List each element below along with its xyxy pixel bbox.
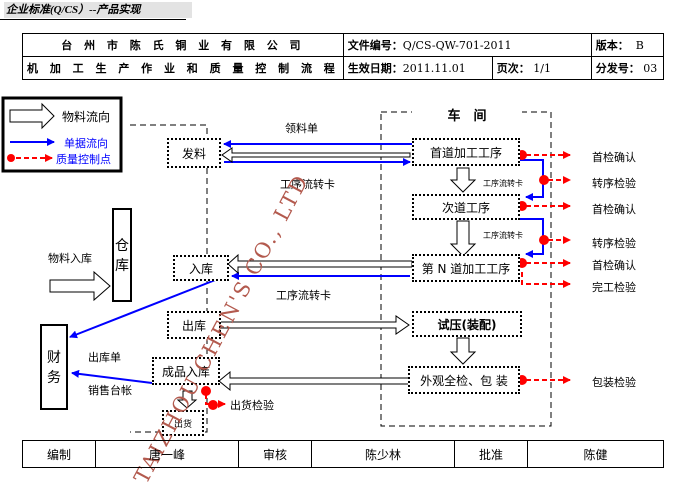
qc-process-check-2: 转序检验 bbox=[592, 237, 636, 250]
second-process-node: 次道工序 bbox=[412, 194, 520, 220]
effective-date-cell: 生效日期：2011.11.01 bbox=[342, 56, 493, 80]
legend-document-flow: 单据流向 bbox=[64, 137, 108, 150]
qc-first-confirm-3: 首检确认 bbox=[592, 259, 636, 272]
inspect-pack-node: 外观全检、包 装 bbox=[408, 366, 520, 394]
prepared-by: 唐一峰 bbox=[95, 440, 239, 468]
qc-point-dot-icon bbox=[7, 154, 15, 162]
qc-first-confirm-1: 首检确认 bbox=[592, 151, 636, 164]
page-value: 1/1 bbox=[533, 62, 551, 75]
legend-material-flow: 物料流向 bbox=[62, 110, 111, 124]
label-ship-inspection: 出货检验 bbox=[230, 399, 274, 412]
finished-in-node: 成品入库 bbox=[152, 357, 220, 385]
version-value: B bbox=[635, 39, 644, 52]
issue-node: 发料 bbox=[167, 138, 221, 168]
page-label: 页次： bbox=[496, 62, 530, 75]
distribution-cell: 分发号： 03 bbox=[590, 56, 665, 80]
first-process-node: 首道加工工序 bbox=[412, 138, 520, 166]
label-out-slip: 出库单 bbox=[88, 351, 121, 364]
signoff-table: 编制 唐一峰 审核 陈少林 批准 陈健 bbox=[22, 440, 664, 468]
label-transfer-card-1: 工序流转卡 bbox=[280, 178, 335, 191]
doc-number: Q/CS-QW-701-2011 bbox=[402, 39, 512, 52]
label-transfer-card-small-2: 工序流转卡 bbox=[483, 231, 523, 240]
storage-in-node: 入库 bbox=[173, 255, 229, 281]
trial-assembly-node: 试压(装配) bbox=[412, 311, 522, 337]
qc-first-confirm-2: 首检确认 bbox=[592, 203, 636, 216]
label-material-in: 物料入库 bbox=[48, 252, 92, 265]
approved-label: 批准 bbox=[454, 440, 528, 468]
label-sales-ledger: 销售台帐 bbox=[88, 384, 132, 397]
distribution-value: 03 bbox=[643, 62, 658, 75]
finance-node: 财 务 bbox=[40, 324, 68, 410]
reviewed-label: 审核 bbox=[238, 440, 312, 468]
label-transfer-card-small-1: 工序流转卡 bbox=[483, 179, 523, 188]
header-table: 台 州 市 陈 氏 铜 业 有 限 公 司 文件编号：Q/CS-QW-701-2… bbox=[22, 33, 665, 80]
distribution-label: 分发号： bbox=[595, 62, 640, 75]
qc-process-check-1: 转序检验 bbox=[592, 177, 636, 190]
process-title: 机 加 工 生 产 作 业 和 质 量 控 制 流 程 bbox=[22, 56, 344, 80]
label-transfer-card-2: 工序流转卡 bbox=[276, 289, 331, 302]
doc-number-label: 文件编号： bbox=[347, 39, 403, 52]
effective-date-label: 生效日期： bbox=[347, 62, 403, 75]
prepared-label: 编制 bbox=[22, 440, 96, 468]
doc-number-cell: 文件编号：Q/CS-QW-701-2011 bbox=[342, 33, 592, 57]
title-underline bbox=[0, 19, 186, 20]
effective-date: 2011.11.01 bbox=[402, 62, 466, 75]
workshop-title: 车 间 bbox=[412, 103, 522, 125]
storage-out-node: 出库 bbox=[167, 311, 221, 339]
qc-pack-check: 包装检验 bbox=[592, 376, 636, 389]
nth-process-node: 第 N 道加工工序 bbox=[412, 254, 520, 282]
ship-node: 出货 bbox=[162, 410, 204, 436]
reviewed-by: 陈少林 bbox=[311, 440, 455, 468]
approved-by: 陈健 bbox=[527, 440, 664, 468]
qc-final-check: 完工检验 bbox=[592, 281, 636, 294]
version-label: 版本： bbox=[595, 39, 629, 52]
legend-qc-point: 质量控制点 bbox=[56, 153, 111, 166]
material-flow-arrow-icon bbox=[9, 102, 55, 130]
warehouse-node: 仓 库 bbox=[112, 208, 132, 302]
label-requisition: 领料单 bbox=[285, 122, 318, 135]
standard-title: 企业标准(Q/CS）--产品实现 bbox=[4, 2, 192, 18]
